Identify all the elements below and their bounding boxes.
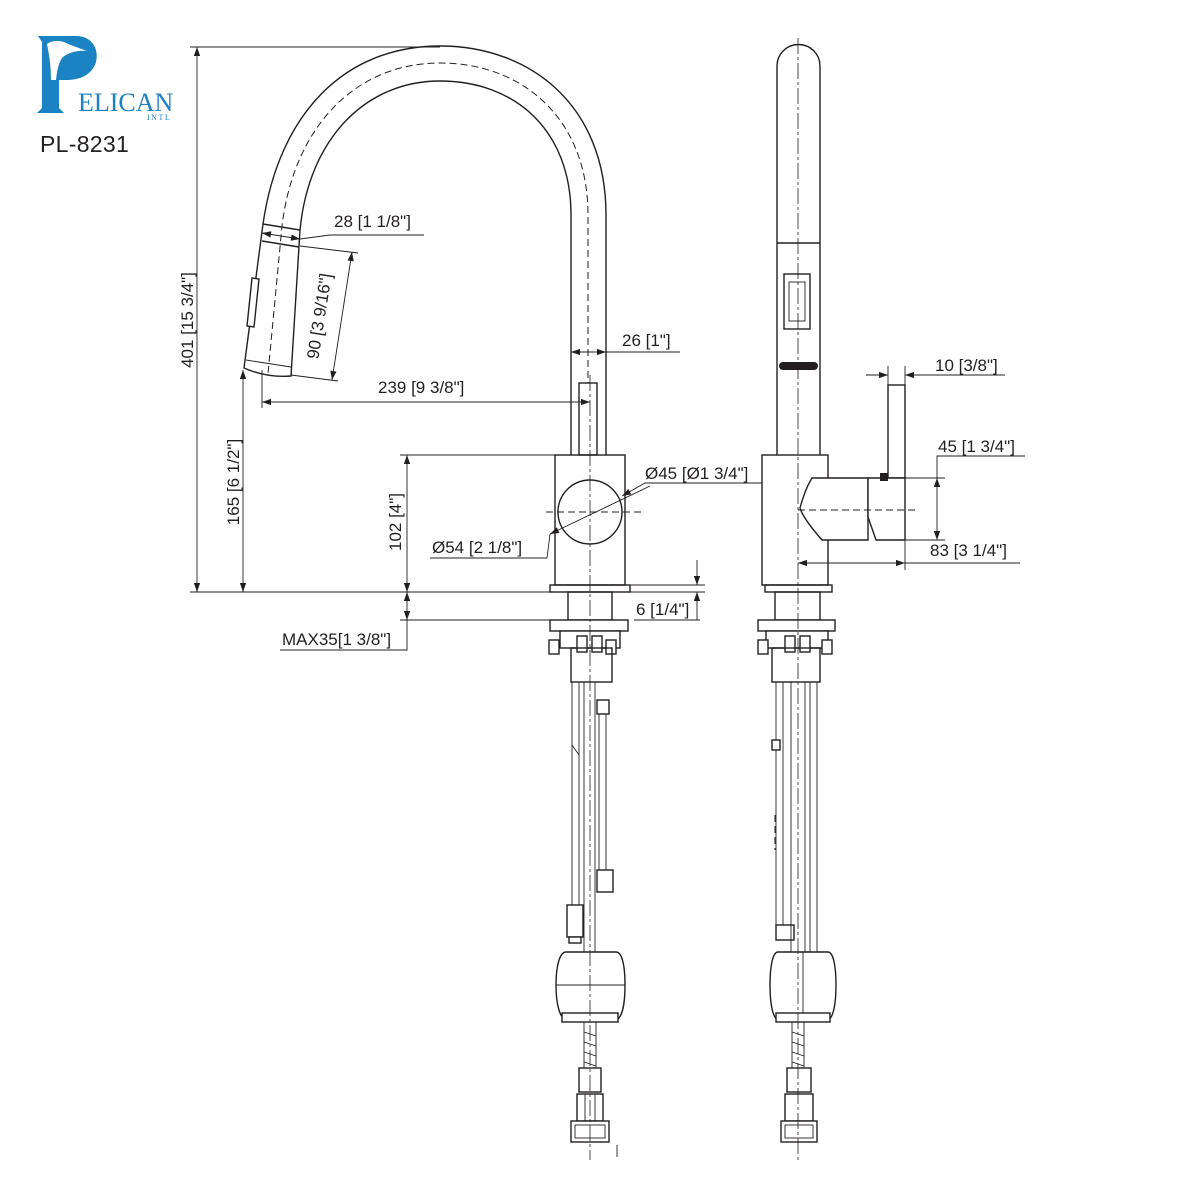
brand-subtitle: INTL [147,113,171,122]
mounting-bolt [821,639,833,655]
spray-head-band [261,240,300,248]
hose-kink [571,744,580,756]
leader-deck-thickness [280,620,408,651]
dimension-label-head-length: 90 [3 9/16"] [303,272,335,360]
pelican-bird-silhouette [47,41,87,80]
quick-connect-end-inner [784,1124,814,1139]
dimension-label-reach: 239 [9 3/8"] [378,378,464,397]
extension-line [299,245,359,254]
dimension-label-base-diameter: Ø54 [2 1/8"] [432,538,522,557]
hose-fitting [566,904,584,938]
brand-name: ELICAN [78,88,174,117]
spray-head [243,223,301,378]
dimension-label-lever-width: 10 [3/8"] [935,356,998,375]
mounting-clamp [765,630,829,649]
quick-connect [784,1093,814,1122]
hose-fitting-nut [568,936,582,944]
leader-body-diameter [621,482,762,497]
spout-centerline [267,62,589,455]
connector-nut [786,1067,812,1093]
spray-button [783,273,811,330]
leader-base-diameter-link [546,533,551,559]
mounting-flange [757,619,836,632]
pelican-logo: ELICAN INTL [37,36,174,122]
mounting-bolt [548,639,560,655]
dimension-label-body-height: 102 [4"] [386,493,405,551]
handle-lever [578,382,598,456]
supply-hoses [566,682,614,952]
mounting-flange [549,619,629,632]
handle-cylinder [799,477,869,541]
dimension-label-overall-height: 401 [15 3/4"] [178,272,197,368]
model-number: PL-8231 [40,131,129,157]
hose-bracket [596,699,610,715]
handle-notch [880,473,888,481]
quick-connect-end [780,1120,818,1143]
spray-button-inner [788,281,806,322]
dimension-line-base-diameter [549,485,651,535]
threaded-shank [570,647,613,683]
handle-cap [867,477,906,541]
dimensions: 401 [15 3/4"] 165 [6 1/2"] 28 [1 1/8"] 9… [178,46,1025,651]
spray-head-body [243,223,301,378]
threaded-shank [771,647,821,683]
dimension-label-handle-height: 45 [1 3/4"] [938,437,1015,456]
leader-handle-height [936,455,1025,478]
mounting-bolt [757,639,769,655]
hose-fitting [775,924,795,941]
leader-head-width [299,234,424,240]
spray-button [246,277,260,328]
weight-body [555,951,626,1021]
hose-clip [771,739,781,751]
mounting-bolt [591,635,603,653]
spout-inner-edge [299,80,572,455]
handle-lever [887,384,906,479]
spout-tube [776,43,821,455]
mounting-bolt [576,635,588,653]
hose-weight [555,951,626,1023]
dimension-label-base-thickness: 6 [1/4"] [636,600,689,619]
dimension-label-head-width: 28 [1 1/8"] [334,212,411,231]
hose-connector [780,1022,818,1143]
dimension-label-spout-height: 165 [6 1/2"] [224,439,243,525]
spray-head-ring [779,362,818,370]
base-plate [764,584,833,593]
dimension-label-body-diameter: Ø45 [Ø1 3/4"] [645,464,748,483]
extension-line [290,374,339,382]
mounting-bolt [784,635,796,653]
mounting-shank [774,591,821,621]
dimension-label-handle-projection: 83 [3 1/4"] [930,541,1007,560]
side-view [243,45,642,1160]
hose-fitting [596,869,614,893]
hose-weight [769,951,837,1023]
dimension-label-deck-thickness: MAX35[1 3/8"] [282,630,391,649]
mounting-bolt [605,639,617,655]
mounting-bolt [799,635,811,653]
dimension-line-head-width [261,231,301,241]
spout-outer-edge [262,45,607,455]
dimension-label-tube-diameter: 26 [1"] [622,331,671,350]
dimension-line-head-length [330,251,354,381]
spray-head-face [245,359,292,368]
weight-cap [775,1012,831,1023]
front-view [757,38,915,1160]
supply-hoses [771,682,818,952]
